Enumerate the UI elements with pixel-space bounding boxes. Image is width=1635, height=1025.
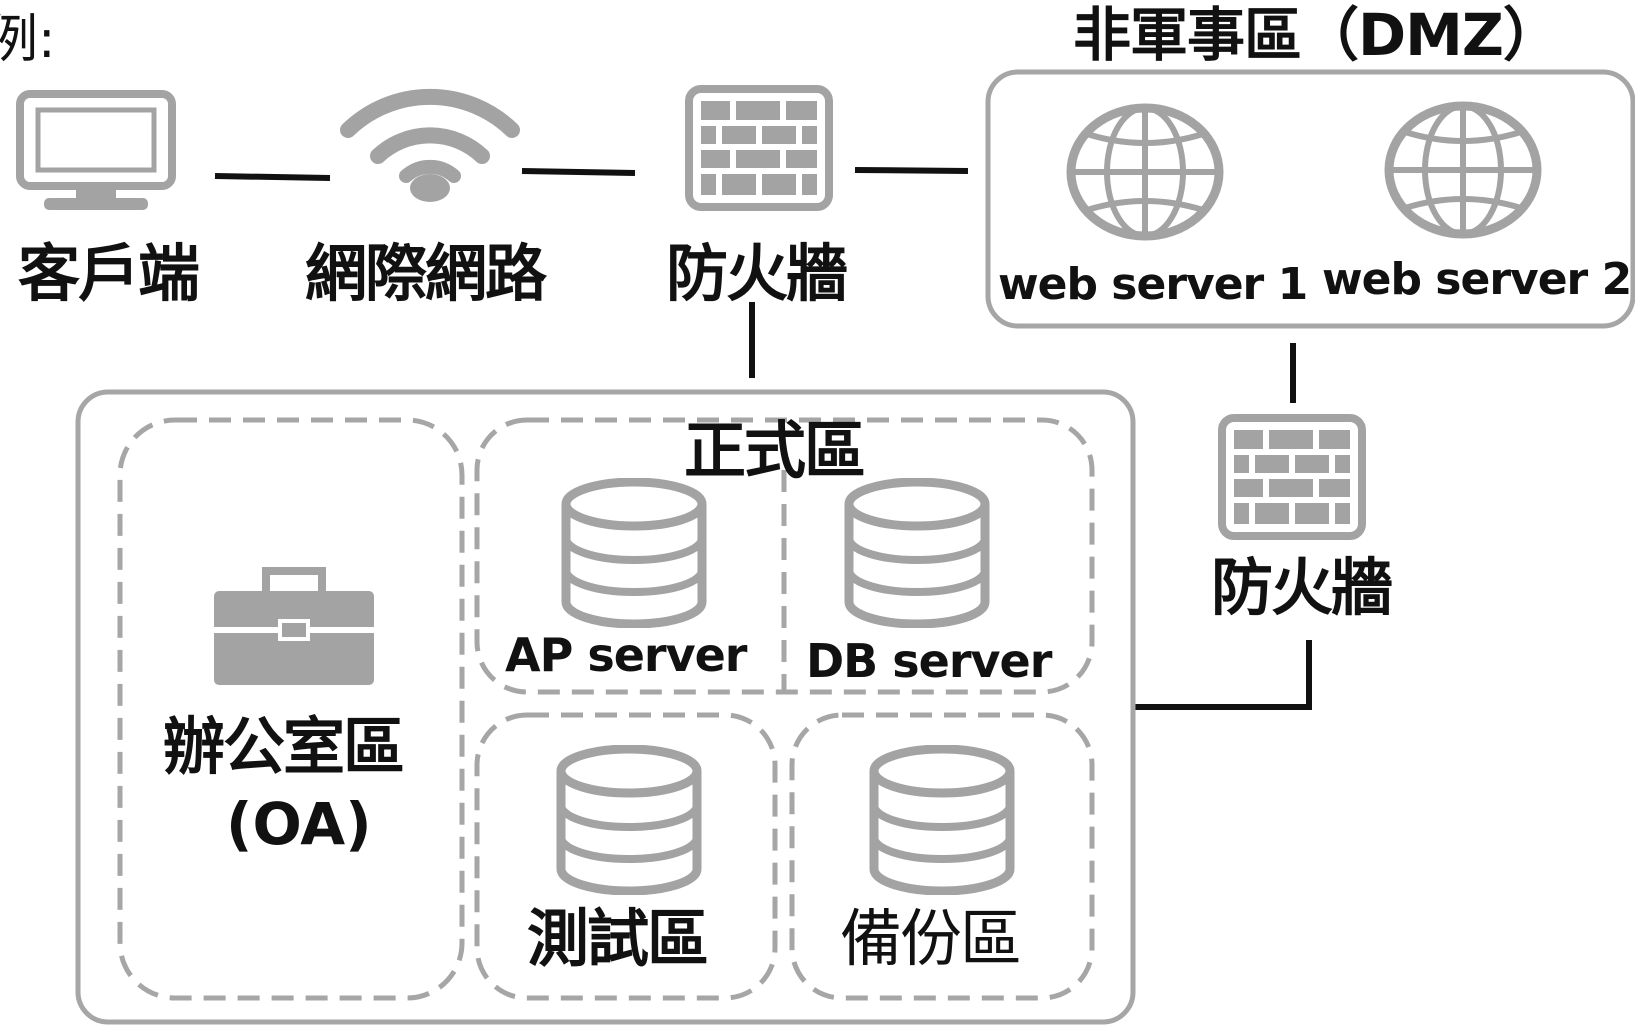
database-icon bbox=[555, 745, 703, 895]
brick-wall-icon bbox=[685, 85, 833, 211]
link-client-internet bbox=[214, 173, 331, 181]
caption-prefix: 例: bbox=[0, 10, 56, 70]
database-icon bbox=[560, 478, 708, 628]
briefcase-icon bbox=[212, 567, 376, 687]
backup-zone-label: 備份區 bbox=[840, 902, 1022, 975]
firewall-top-label: 防火牆 bbox=[666, 237, 848, 310]
db-server-label: DB server bbox=[806, 634, 1052, 688]
ap-server-label: AP server bbox=[505, 628, 747, 682]
monitor-icon bbox=[16, 90, 176, 214]
internal-zone-border bbox=[75, 389, 1136, 1025]
database-icon bbox=[843, 478, 991, 628]
internet-label: 網際網路 bbox=[305, 237, 547, 310]
globe-icon bbox=[1383, 100, 1543, 240]
office-label-sub: (OA) bbox=[226, 790, 372, 858]
test-zone-label: 測試區 bbox=[527, 902, 709, 975]
production-zone-border bbox=[474, 417, 1095, 695]
link-internet-firewall bbox=[521, 168, 636, 176]
test-zone-border bbox=[474, 712, 778, 1001]
dmz-title: 非軍事區（DMZ） bbox=[1073, 1, 1561, 69]
web-server-1-label: web server 1 bbox=[998, 259, 1308, 310]
brick-wall-icon bbox=[1218, 414, 1366, 540]
database-icon bbox=[868, 745, 1016, 895]
client-label: 客戶端 bbox=[18, 237, 200, 310]
office-zone-border bbox=[117, 417, 465, 1001]
wifi-icon bbox=[338, 84, 522, 204]
dmz-zone-border bbox=[985, 69, 1635, 329]
office-label: 辦公室區 bbox=[163, 710, 405, 783]
production-title: 正式區 bbox=[684, 414, 866, 487]
web-server-2-label: web server 2 bbox=[1322, 254, 1632, 305]
globe-icon bbox=[1065, 102, 1225, 242]
link-firewall-dmz bbox=[854, 167, 969, 174]
firewall-right-label: 防火牆 bbox=[1211, 551, 1393, 624]
link-firewall2-internal bbox=[1133, 640, 1312, 710]
